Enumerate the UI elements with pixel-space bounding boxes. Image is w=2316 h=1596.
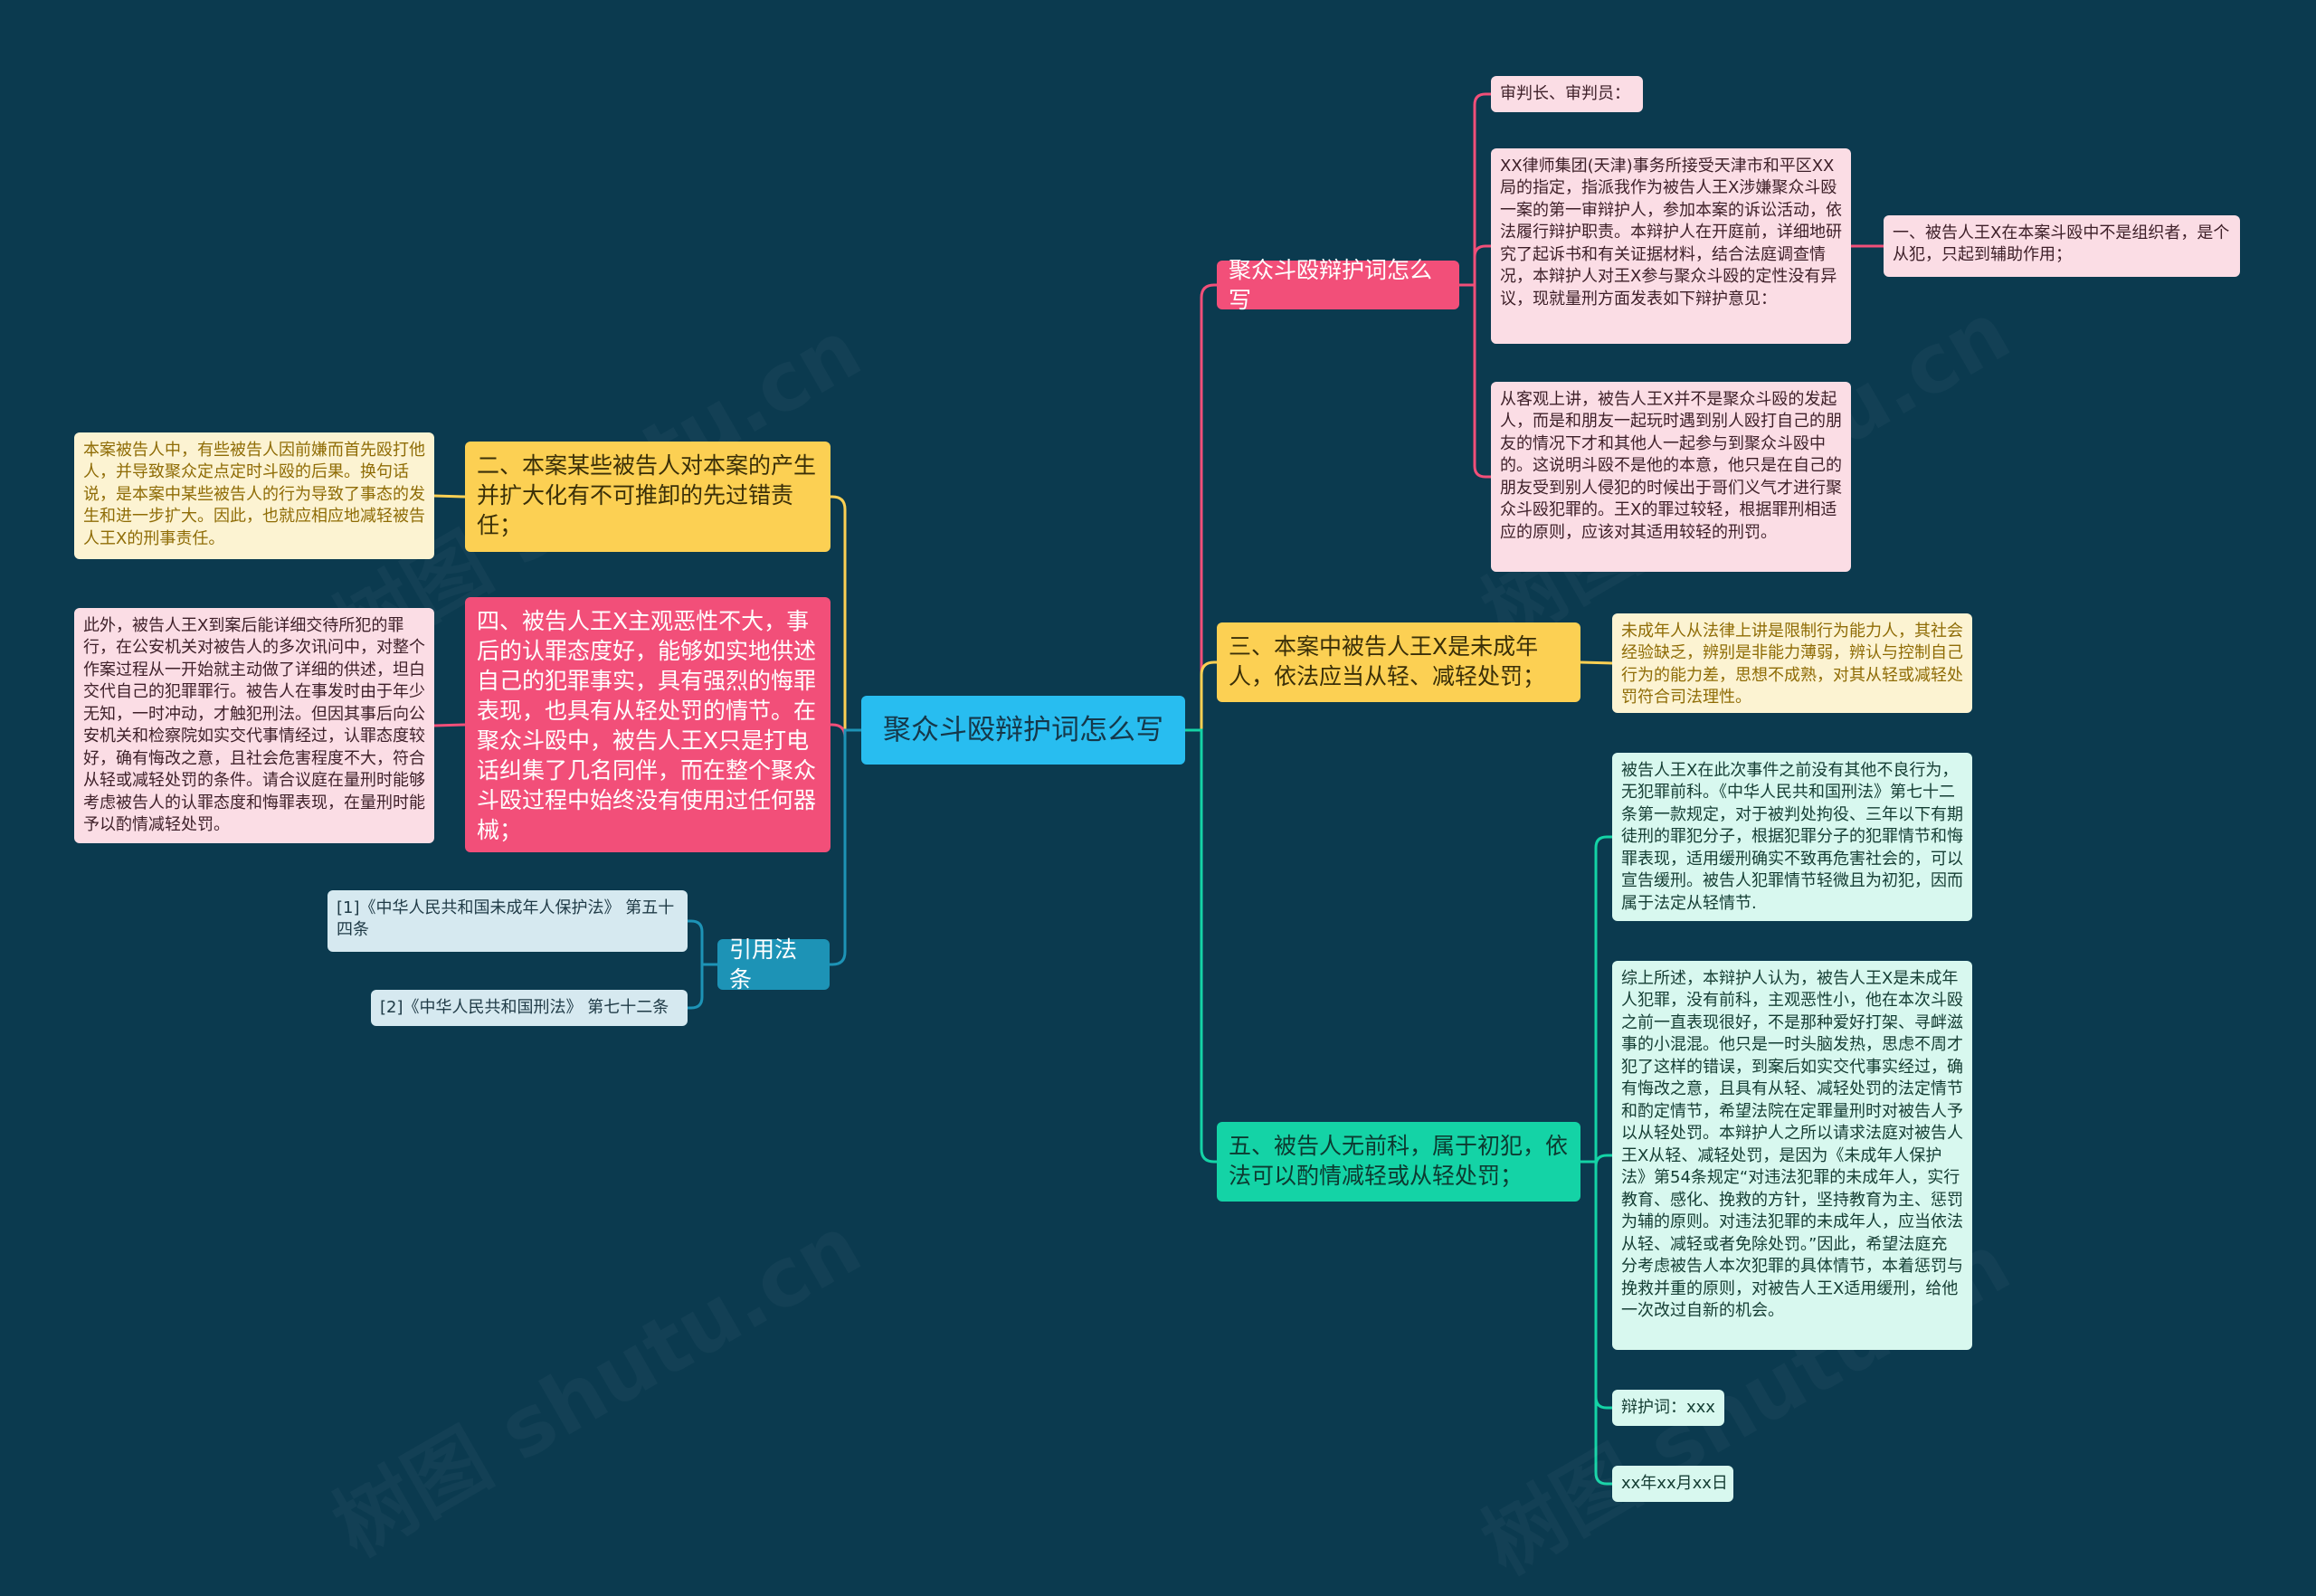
leaf-conclusion[interactable]: 综上所述，本辩护人认为，被告人王X是未成年人犯罪，没有前科，主观恶性小，他在本次… <box>1612 961 1972 1350</box>
connector-line <box>1459 92 1491 287</box>
branch-topic-title[interactable]: 聚众斗殴辩护词怎么写 <box>1217 257 1459 313</box>
connector-line <box>433 723 466 727</box>
leaf-no-record[interactable]: 被告人王X在此次事件之前没有其他不良行为，无犯罪前科。《中华人民共和国刑法》第七… <box>1612 753 1972 921</box>
leaf-prior-fault-detail[interactable]: 本案被告人中，有些被告人因前嫌而首先殴打他人，并导致聚众定点定时斗殴的后果。换句… <box>74 432 434 559</box>
connector-line <box>830 728 861 966</box>
connector-line <box>688 963 717 1010</box>
branch-topic-attitude[interactable]: 四、被告人王X主观恶性不大，事后的认罪态度好，能够如实地供述自己的犯罪事实，具有… <box>465 597 831 852</box>
branch-topic-cited-laws[interactable]: 引用法条 <box>717 936 830 993</box>
connector-line <box>1459 283 1491 479</box>
branch-topic-minor[interactable]: 三、本案中被告人王X是未成年人，依法应当从轻、减轻处罚； <box>1217 622 1580 702</box>
connector-line <box>1459 244 1491 287</box>
branch-topic-prior-fault[interactable]: 二、本案某些被告人对本案的产生并扩大化有不可推卸的先过错责任； <box>465 442 831 552</box>
leaf-confession-detail[interactable]: 此外，被告人王X到案后能详细交待所犯的罪行，在公安机关对被告人的多次讯问中，对整… <box>74 608 434 843</box>
leaf-signature[interactable]: 辩护词：xxx <box>1612 1390 1724 1426</box>
leaf-minor-reasoning[interactable]: 未成年人从法律上讲是限制行为能力人，其社会经验缺乏，辨别是非能力薄弱，辨认与控制… <box>1612 613 1972 713</box>
leaf-salutation[interactable]: 审判长、审判员： <box>1491 76 1643 112</box>
connector-line <box>1580 835 1612 1164</box>
leaf-objective-analysis[interactable]: 从客观上讲，被告人王X并不是聚众斗殴的发起人，而是和朋友一起玩时遇到别人殴打自己… <box>1491 382 1851 572</box>
connector-line <box>1580 660 1613 665</box>
connector-line <box>433 494 466 499</box>
leaf-law-reference-2[interactable]: [2]《中华人民共和国刑法》 第七十二条 <box>371 990 688 1026</box>
branch-topic-first-offense[interactable]: 五、被告人无前科，属于初犯，依法可以酌情减轻或从轻处罚； <box>1217 1122 1580 1202</box>
connector-line <box>1185 660 1217 732</box>
connector-line <box>688 919 717 966</box>
connector-line <box>1185 283 1217 732</box>
leaf-law-reference-1[interactable]: [1]《中华人民共和国未成年人保护法》 第五十四条 <box>327 890 688 952</box>
connector-line <box>1185 728 1217 1164</box>
leaf-date[interactable]: xx年xx月xx日 <box>1612 1466 1733 1502</box>
leaf-introduction[interactable]: XX律师集团(天津)事务所接受天津市和平区XX局的指定，指派我作为被告人王X涉嫌… <box>1491 148 1851 344</box>
leaf-point-one[interactable]: 一、被告人王X在本案斗殴中不是组织者，是个从犯，只起到辅助作用； <box>1884 215 2240 277</box>
root-topic[interactable]: 聚众斗殴辩护词怎么写 <box>861 696 1185 765</box>
connector-line <box>1580 1160 1612 1486</box>
connector-line <box>831 495 861 732</box>
